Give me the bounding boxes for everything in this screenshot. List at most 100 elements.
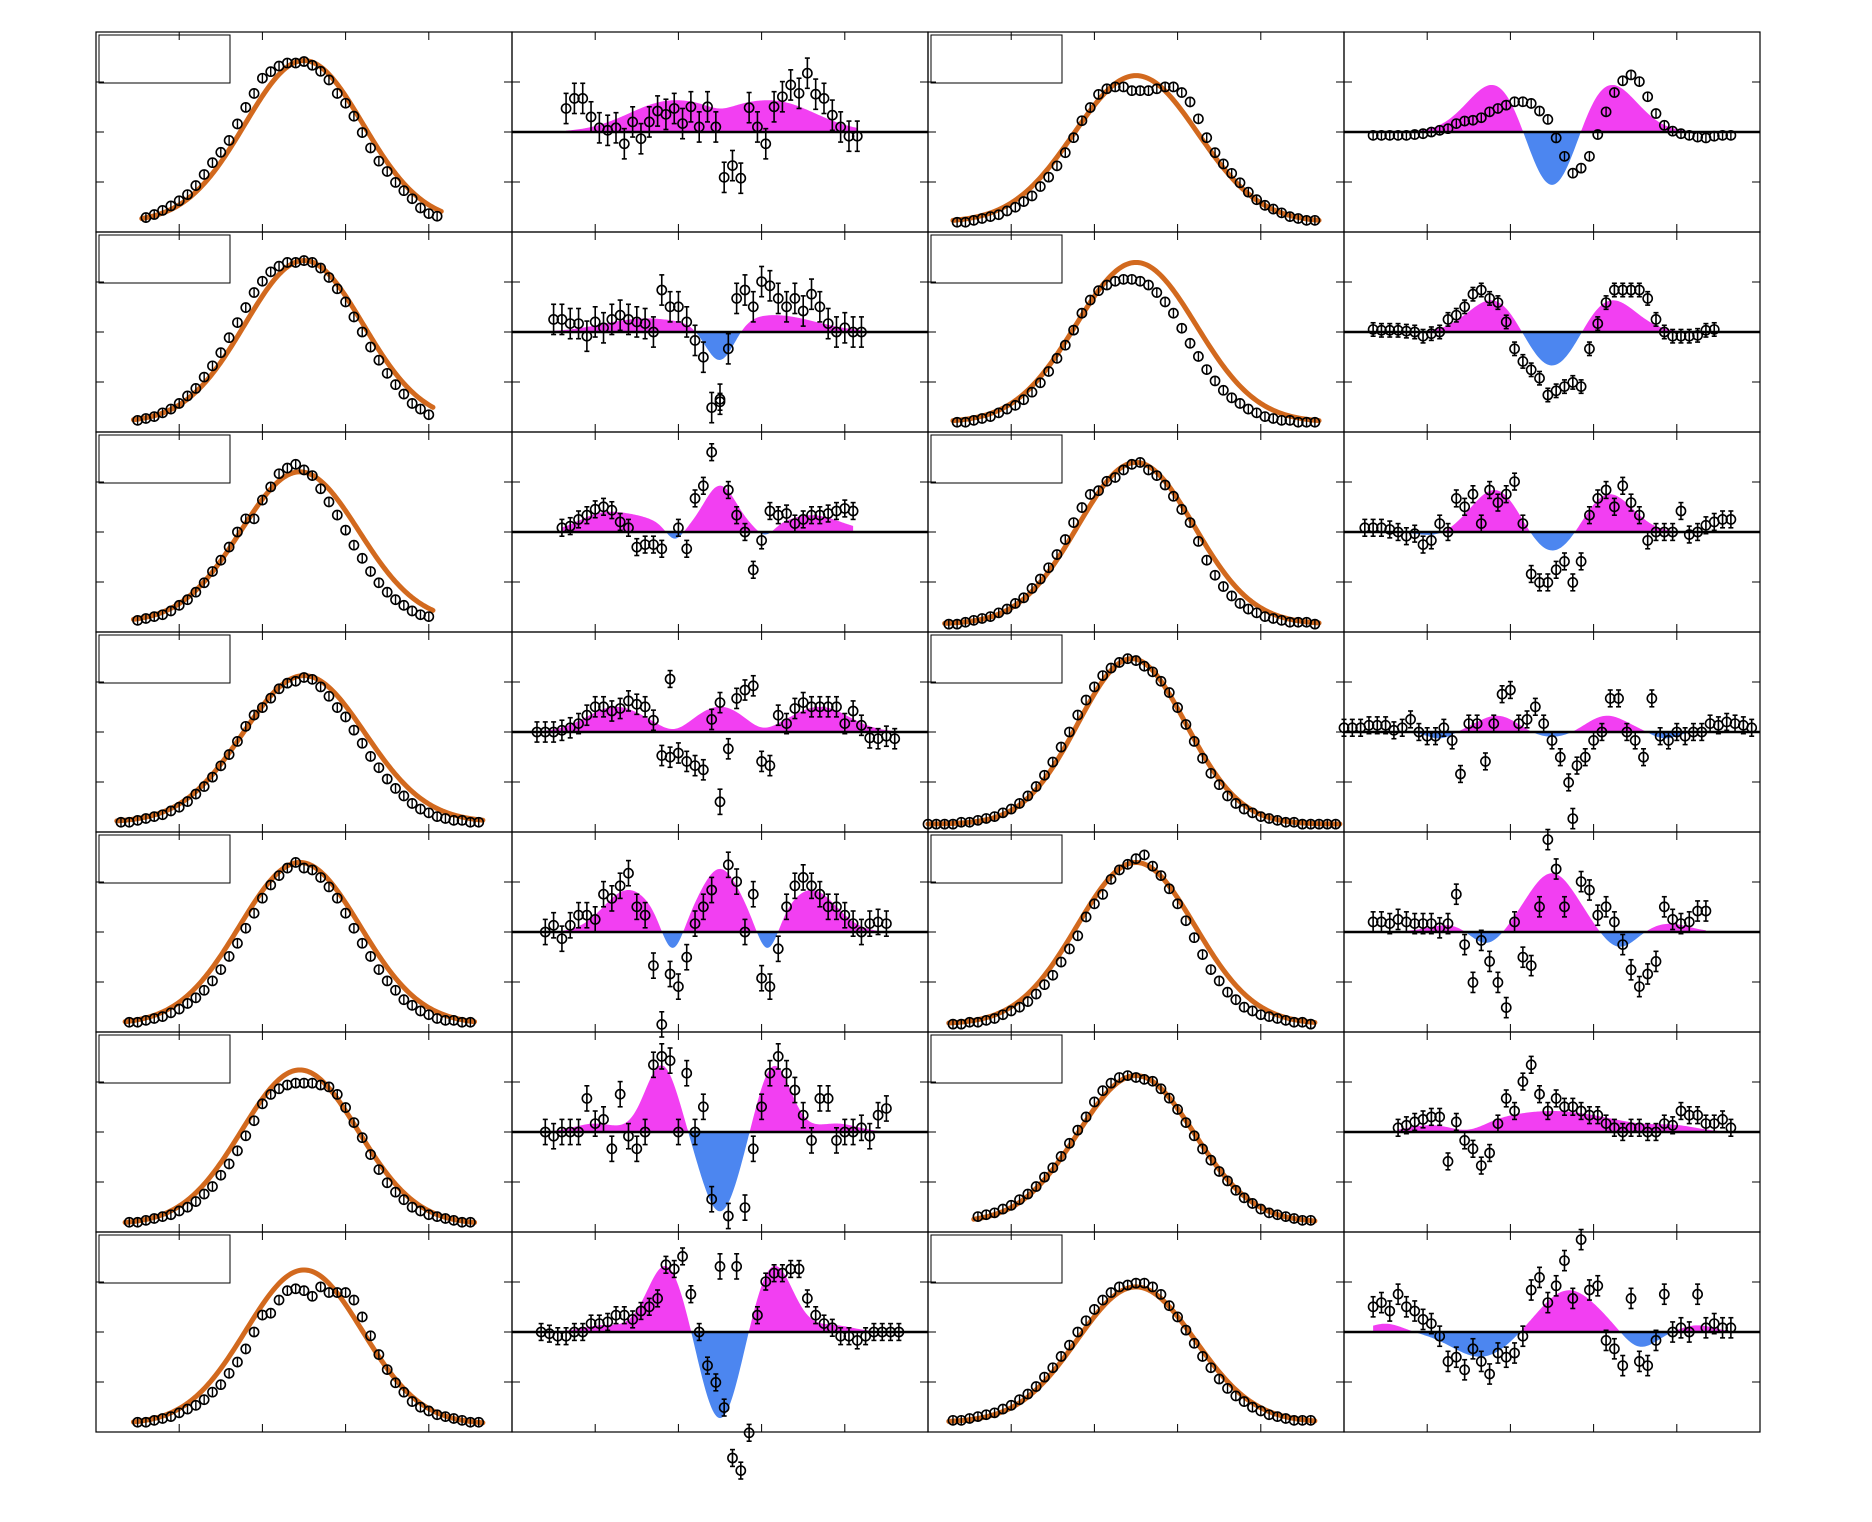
marker xyxy=(356,127,368,138)
marker xyxy=(1209,147,1221,159)
data-point xyxy=(390,379,401,391)
data-point xyxy=(464,1416,476,1428)
marker xyxy=(864,1130,876,1142)
data-point xyxy=(872,1101,884,1129)
data-point xyxy=(1650,1122,1662,1142)
marker xyxy=(1359,522,1371,534)
data-point xyxy=(606,700,618,722)
marker xyxy=(1247,1198,1258,1209)
marker xyxy=(1138,849,1150,861)
data-point xyxy=(1297,818,1308,830)
marker xyxy=(1018,592,1030,604)
data-point xyxy=(1384,322,1396,338)
data-point xyxy=(722,737,734,760)
data-point xyxy=(1708,130,1720,142)
data-point xyxy=(664,1047,676,1074)
marker xyxy=(1201,364,1213,375)
marker xyxy=(1692,1109,1703,1121)
data-point xyxy=(215,347,227,359)
marker xyxy=(1525,568,1537,580)
marker xyxy=(581,509,593,521)
marker xyxy=(306,257,318,268)
data-point xyxy=(602,1312,614,1332)
data-point xyxy=(881,1095,892,1122)
data-point xyxy=(198,577,210,589)
data-point xyxy=(1080,911,1092,923)
marker xyxy=(265,66,277,78)
data-point xyxy=(1492,295,1504,311)
marker xyxy=(589,914,601,925)
data-point xyxy=(1717,510,1728,529)
marker xyxy=(1450,492,1462,504)
data-point xyxy=(1230,798,1242,809)
data-point xyxy=(1592,129,1604,140)
data-point xyxy=(673,1118,684,1146)
marker xyxy=(464,816,476,828)
data-point xyxy=(390,176,401,188)
marker xyxy=(1047,969,1059,981)
marker xyxy=(1026,583,1038,594)
marker xyxy=(689,492,701,504)
data-point xyxy=(198,169,210,180)
marker xyxy=(290,1077,302,1089)
data-point xyxy=(1600,480,1612,500)
data-point xyxy=(756,265,767,298)
positive-residual-area xyxy=(545,868,887,932)
marker xyxy=(697,901,709,913)
marker xyxy=(1425,535,1437,546)
marker xyxy=(1180,915,1192,927)
marker xyxy=(623,1130,634,1142)
data-point xyxy=(951,416,963,428)
data-point xyxy=(1401,129,1412,141)
data-point xyxy=(298,464,310,476)
data-point xyxy=(1034,377,1046,389)
data-point xyxy=(1213,975,1225,987)
data-point xyxy=(1633,975,1645,998)
marker xyxy=(847,1126,859,1138)
data-point xyxy=(951,216,963,228)
marker xyxy=(1118,273,1129,285)
marker xyxy=(1093,285,1104,297)
marker xyxy=(689,760,701,771)
positive-residual-area xyxy=(1373,84,1731,132)
marker xyxy=(1471,718,1483,729)
marker xyxy=(1080,911,1092,923)
data-point xyxy=(356,552,368,564)
marker xyxy=(1475,112,1487,124)
data-point xyxy=(668,92,680,125)
marker xyxy=(598,888,609,900)
marker xyxy=(1717,514,1728,525)
data-point xyxy=(1579,747,1591,767)
panel-r6c4 xyxy=(1343,1031,1761,1233)
data-point xyxy=(589,305,601,338)
data-point xyxy=(198,781,210,792)
data-point xyxy=(1222,1175,1233,1187)
data-point xyxy=(248,88,260,99)
data-point xyxy=(331,1089,343,1100)
marker xyxy=(1692,131,1703,143)
panel-ticks xyxy=(1344,632,1760,832)
model-curve xyxy=(122,859,478,1025)
legend-box xyxy=(930,434,1063,484)
data-point xyxy=(864,1122,876,1150)
data-point xyxy=(265,1307,277,1319)
data-point xyxy=(781,290,792,323)
data-point xyxy=(1517,1072,1529,1091)
data-point xyxy=(315,483,327,495)
marker xyxy=(215,760,227,772)
data-point xyxy=(1359,518,1371,538)
marker xyxy=(1588,735,1599,746)
marker xyxy=(1725,514,1737,525)
marker xyxy=(706,884,718,896)
marker xyxy=(1005,1199,1017,1211)
data-point xyxy=(1567,374,1579,390)
marker xyxy=(223,135,235,146)
marker xyxy=(1625,284,1637,296)
marker xyxy=(697,351,709,363)
marker xyxy=(1567,813,1579,824)
panel-frame xyxy=(95,1031,513,1233)
data-point xyxy=(1376,322,1387,338)
data-point xyxy=(739,918,751,946)
marker xyxy=(1230,994,1242,1006)
marker xyxy=(198,371,210,383)
